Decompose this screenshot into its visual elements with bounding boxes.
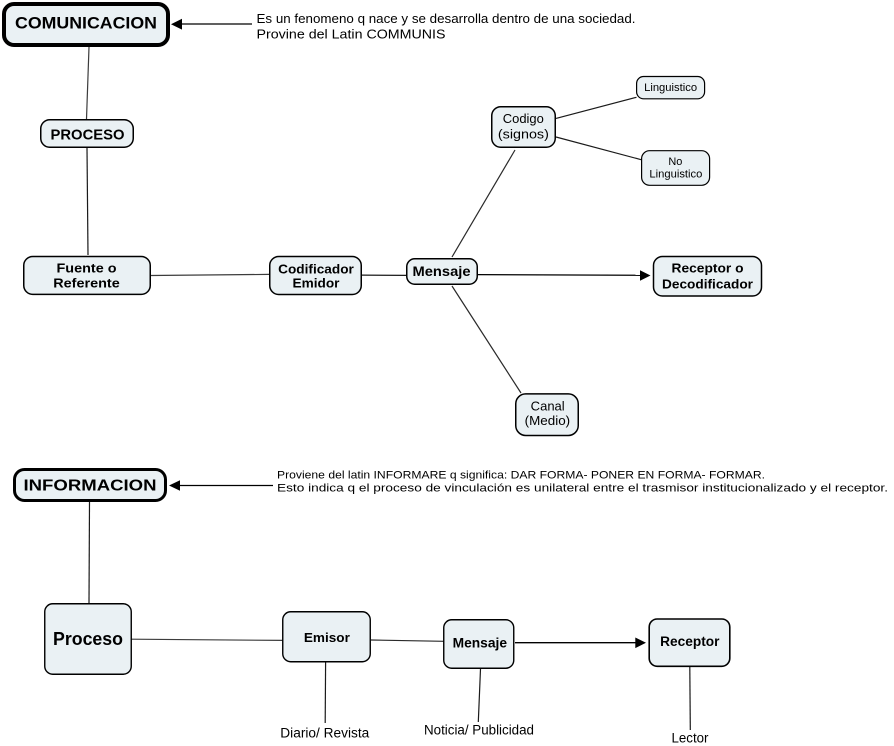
svg-text:Provine del Latin COMMUNIS: Provine del Latin COMMUNIS (257, 27, 446, 42)
svg-text:Proviene del latin INFORMARE: Proviene del latin INFORMARE q significa… (277, 470, 765, 482)
svg-text:Fuente o: Fuente o (57, 261, 117, 276)
svg-text:PROCESO: PROCESO (51, 127, 125, 144)
svg-text:Codigo: Codigo (503, 112, 544, 126)
svg-text:Canal: Canal (531, 400, 565, 414)
svg-text:Decodificador: Decodificador (662, 277, 753, 292)
svg-text:Mensaje: Mensaje (413, 264, 472, 279)
svg-text:Proceso: Proceso (53, 629, 123, 649)
svg-text:Emisor: Emisor (304, 631, 350, 645)
svg-text:Mensaje: Mensaje (453, 635, 508, 650)
svg-text:Esto indica q el proceso de vi: Esto indica q el proceso de vinculación … (277, 483, 888, 495)
svg-text:Noticia/ Publicidad: Noticia/ Publicidad (424, 723, 534, 738)
svg-text:Receptor o: Receptor o (672, 261, 744, 276)
svg-text:Lector: Lector (672, 731, 709, 746)
svg-text:Emidor: Emidor (293, 276, 340, 291)
svg-text:Linguistico: Linguistico (649, 169, 702, 181)
svg-text:(signos): (signos) (498, 128, 549, 142)
svg-text:COMUNICACION: COMUNICACION (15, 14, 157, 33)
svg-text:Linguistico: Linguistico (644, 82, 697, 94)
svg-text:INFORMACION: INFORMACION (24, 478, 157, 495)
svg-text:Receptor: Receptor (660, 634, 720, 649)
svg-text:Es un fenomeno q nace y se des: Es un fenomeno q nace y se desarrolla de… (257, 11, 636, 26)
svg-text:Referente: Referente (53, 276, 120, 291)
svg-text:Codificador: Codificador (278, 261, 354, 276)
svg-text:Diario/ Revista: Diario/ Revista (280, 725, 369, 740)
svg-text:No: No (668, 156, 682, 168)
svg-text:(Medio): (Medio) (525, 414, 571, 428)
